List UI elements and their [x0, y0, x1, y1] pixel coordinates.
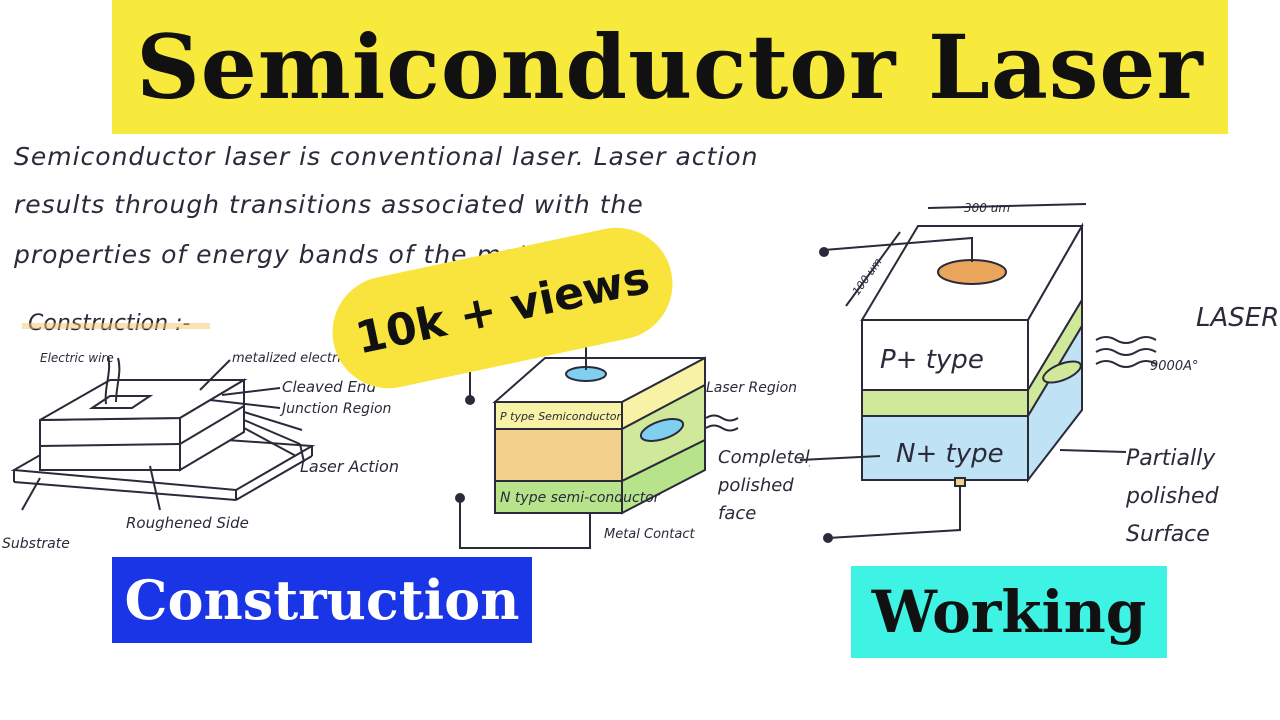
middle-sketch	[455, 299, 739, 549]
left-note: Completely polished face	[718, 447, 810, 524]
label-roughened-side: Roughened Side	[126, 514, 249, 532]
working-sketch	[799, 203, 1157, 543]
mid-p-layer-label: P type Semiconductor	[500, 410, 623, 423]
label-substrate: Substrate	[2, 536, 70, 552]
width-dimension: 300 um	[964, 201, 1010, 215]
title-banner: Semiconductor Laser	[112, 0, 1228, 134]
label-laser-action: Laser Action	[300, 457, 399, 476]
p-plus-layer-label: P+ type	[880, 345, 984, 375]
mid-laser-region-label: Laser Region	[706, 380, 797, 396]
construction-sketch	[10, 355, 316, 511]
label-electric-wire: Electric wire	[40, 351, 114, 365]
label-junction-region: Junction Region	[279, 401, 391, 417]
intro-line-2: results through transitions associated w…	[14, 190, 644, 219]
laser-label: LASER	[1196, 303, 1279, 333]
working-badge-label: Working	[871, 578, 1147, 646]
construction-badge-label: Construction	[124, 568, 520, 632]
mid-n-layer-label: N type semi-conductor	[500, 490, 661, 506]
n-plus-layer-label: N+ type	[896, 439, 1004, 469]
intro-line-1: Semiconductor laser is conventional lase…	[14, 142, 759, 171]
right-note: Partially polished Surface	[1126, 446, 1219, 547]
page-title: Semiconductor Laser	[136, 15, 1204, 119]
label-cleaved-end: Cleaved End	[282, 378, 376, 396]
mid-metal-contact-label: Metal Contact	[604, 527, 696, 542]
working-badge: Working	[851, 566, 1167, 658]
construction-badge: Construction	[112, 557, 532, 643]
wavelength-label: 9000A°	[1150, 359, 1198, 374]
